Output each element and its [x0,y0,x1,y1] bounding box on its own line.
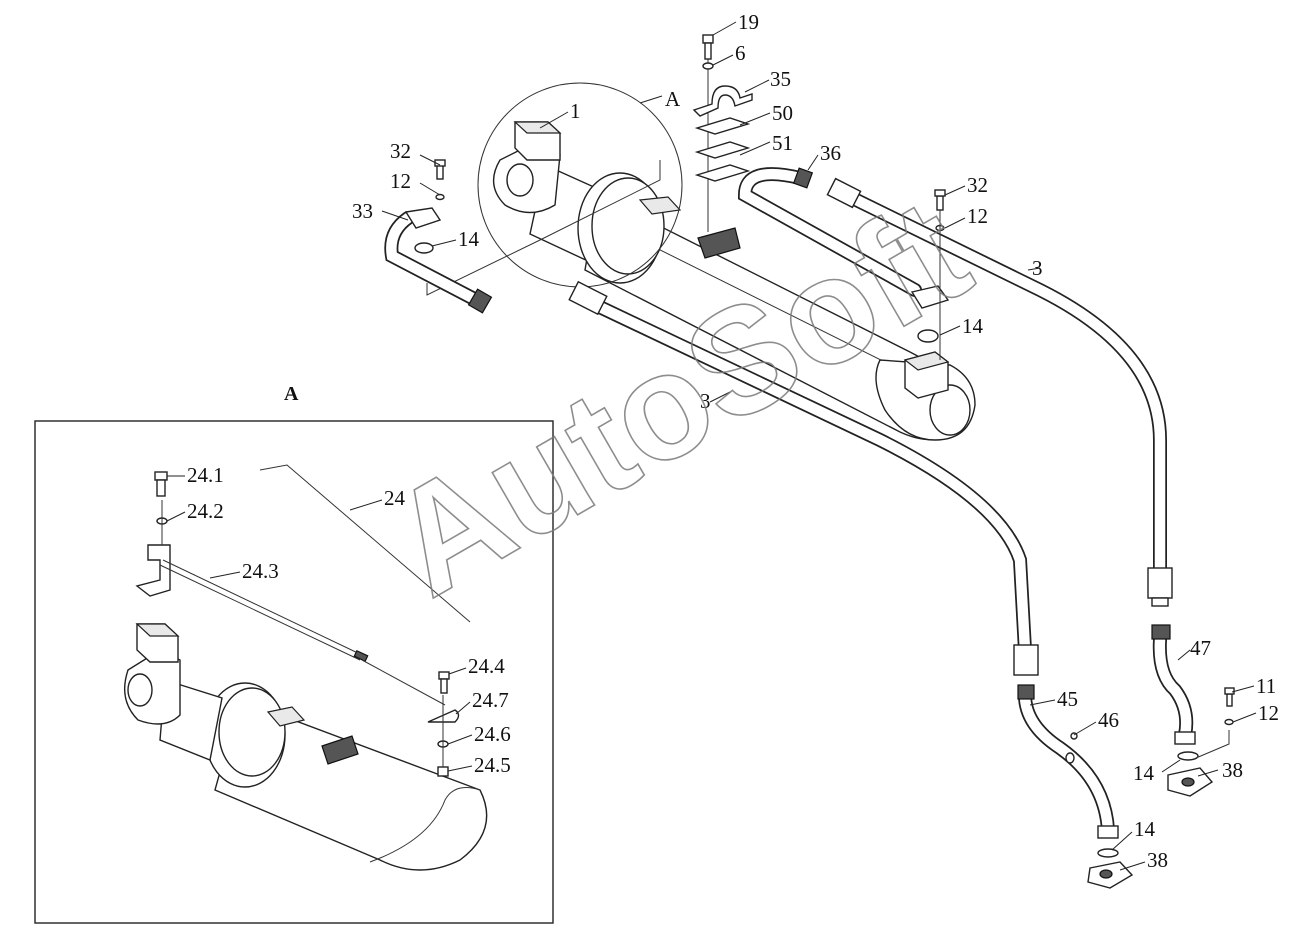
label-24-6: 24.6 [474,722,511,746]
label-38-far: 38 [1222,758,1243,782]
label-12-right: 12 [967,204,988,228]
hose-3-rear [826,177,1173,607]
label-3-rear: 3 [1032,256,1043,280]
tube-36 [737,167,922,297]
hydraulic-cylinder [492,121,976,441]
label-24-5: 24.5 [474,753,511,777]
part-labels: 19 6 35 50 51 36 1 32 12 33 14 32 12 14 … [187,10,1279,872]
label-46: 46 [1098,708,1119,732]
label-19: 19 [738,10,759,34]
clamp-stack [692,34,753,232]
leader-lines [166,21,1257,871]
label-32-left: 32 [390,139,411,163]
label-35: 35 [770,67,791,91]
label-14-right: 14 [962,314,984,338]
label-1: 1 [570,99,581,123]
label-50: 50 [772,101,793,125]
label-24-1: 24.1 [187,463,224,487]
label-45: 45 [1057,687,1078,711]
label-14-left: 14 [458,227,480,251]
label-24-7: 24.7 [472,688,509,712]
label-6: 6 [735,41,746,65]
label-24-3: 24.3 [242,559,279,583]
detail-view-frame [34,420,554,924]
tube-47 [1151,624,1235,797]
label-24: 24 [384,486,406,510]
label-36: 36 [820,141,841,165]
label-14-far: 14 [1133,761,1155,785]
elbow-fitting-33 [384,159,493,314]
label-24-2: 24.2 [187,499,224,523]
detail-view-title: A [284,383,299,405]
block-fitting-rear [910,189,950,360]
label-12-left: 12 [390,169,411,193]
label-11: 11 [1256,674,1276,698]
label-12-far: 12 [1258,701,1279,725]
label-47: 47 [1190,636,1211,660]
label-24-4: 24.4 [468,654,505,678]
detail-callout-label: A [665,87,681,111]
tube-45 [1017,684,1134,889]
label-51: 51 [772,131,793,155]
label-32-right: 32 [967,173,988,197]
label-3-front: 3 [700,389,711,413]
label-38-bottom: 38 [1147,848,1168,872]
label-33: 33 [352,199,373,223]
hose-3-front [568,280,1039,676]
detail-view-drawing [124,464,488,871]
label-14-bottom: 14 [1134,817,1156,841]
